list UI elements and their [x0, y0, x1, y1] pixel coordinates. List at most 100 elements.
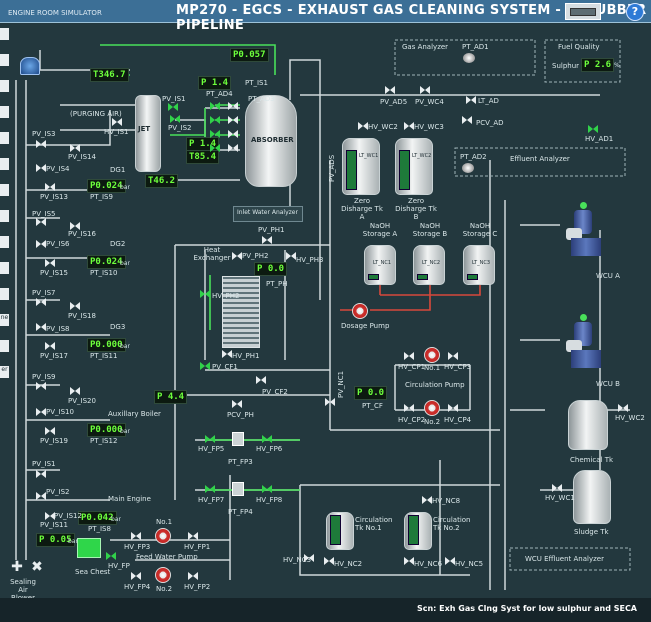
hv-wc2-top-valve[interactable] — [358, 122, 368, 130]
pv-is17-valve[interactable] — [45, 342, 55, 350]
ad-valve-4[interactable] — [228, 144, 238, 152]
pv-is1-valve[interactable] — [36, 470, 46, 478]
pcv-ad-valve[interactable] — [462, 116, 472, 124]
hv-is1-valve[interactable] — [112, 118, 122, 126]
hv-fp2-valve[interactable] — [188, 572, 198, 580]
side-tab[interactable] — [0, 184, 9, 196]
side-tab[interactable]: er — [0, 366, 9, 378]
pv-is13-valve[interactable] — [45, 183, 55, 191]
pv-wc4-valve[interactable] — [420, 86, 430, 94]
side-tab[interactable] — [0, 236, 9, 248]
hv-ad1-valve[interactable] — [588, 125, 598, 133]
pv-is19-valve[interactable] — [45, 427, 55, 435]
gas-analyzer-icon[interactable] — [463, 53, 475, 63]
side-tab[interactable] — [0, 28, 9, 40]
pv-cf1-valve[interactable] — [200, 362, 210, 370]
pv-is11-valve[interactable] — [45, 512, 55, 520]
hv-fp-valve[interactable] — [106, 552, 116, 560]
window-switch-button[interactable] — [565, 3, 601, 20]
pcv-ph-valve[interactable] — [232, 400, 242, 408]
naoh-storage-b[interactable]: LT_NC2 — [413, 245, 445, 285]
jet-vessel[interactable] — [135, 95, 161, 172]
wcu-b-unit[interactable] — [566, 314, 606, 372]
hv-nc8-valve[interactable] — [422, 496, 432, 504]
sludge-tank[interactable] — [573, 470, 611, 524]
naoh-storage-c[interactable]: LT_NC3 — [463, 245, 495, 285]
pv-is16-valve[interactable] — [70, 222, 80, 230]
pv-is4-valve[interactable] — [36, 164, 46, 172]
naoh-storage-a[interactable]: LT_NC1 — [364, 245, 396, 285]
feed-water-pump-2-icon[interactable] — [155, 567, 171, 583]
side-tab[interactable] — [0, 80, 9, 92]
pv-cf2-valve[interactable] — [256, 376, 266, 384]
pv-is7-valve[interactable] — [36, 298, 46, 306]
sealing-air-blower-fan-2-icon[interactable]: ✖ — [31, 559, 43, 575]
pv-is15-valve[interactable] — [45, 259, 55, 267]
hv-cp1-valve[interactable] — [404, 352, 414, 360]
side-tab[interactable] — [0, 132, 9, 144]
sea-chest-box[interactable] — [77, 538, 101, 558]
hv-nc6-valve[interactable] — [404, 557, 414, 565]
hv-wc-right-valve[interactable] — [618, 404, 628, 412]
pv-ph1-valve[interactable] — [262, 236, 272, 244]
pv-nc1-valve[interactable] — [325, 398, 335, 406]
hv-fp8-valve[interactable] — [262, 485, 272, 493]
wcu-a-unit[interactable] — [566, 202, 606, 260]
hv-fp6-valve[interactable] — [262, 435, 272, 443]
zero-discharge-tank-a[interactable]: LT_WC1 — [342, 138, 380, 195]
effluent-analyzer-icon[interactable] — [462, 163, 474, 173]
pv-is3-valve[interactable] — [36, 140, 46, 148]
ad-valve-2[interactable] — [228, 116, 238, 124]
circulation-tank-1[interactable] — [326, 512, 354, 550]
pv-is10-valve[interactable] — [36, 408, 46, 416]
pv-is5-valve[interactable] — [36, 218, 46, 226]
side-tab[interactable] — [0, 288, 9, 300]
lt-ad-valve[interactable] — [466, 96, 476, 104]
heat-exchanger-unit[interactable] — [222, 276, 260, 348]
hv-ph2-valve[interactable] — [200, 290, 210, 298]
pv-is2-top-valve[interactable] — [170, 115, 180, 123]
pv-ph2-valve[interactable] — [232, 252, 242, 260]
side-tab[interactable] — [0, 210, 9, 222]
zero-discharge-tank-b[interactable]: LT_WC2 — [395, 138, 433, 195]
hv-wc1-valve[interactable] — [552, 484, 562, 492]
circulation-tank-2[interactable] — [404, 512, 432, 550]
help-button[interactable]: ? — [626, 3, 644, 21]
pv-ad3-valve[interactable] — [210, 130, 220, 138]
circulation-pump-2-icon[interactable] — [424, 400, 440, 416]
hv-cp4-valve[interactable] — [448, 404, 458, 412]
circulation-pump-1-icon[interactable] — [424, 347, 440, 363]
side-tab[interactable] — [0, 106, 9, 118]
pv-is18-valve[interactable] — [70, 302, 80, 310]
hv-ph3-valve[interactable] — [286, 252, 296, 260]
side-tab[interactable] — [0, 262, 9, 274]
side-tab[interactable] — [0, 158, 9, 170]
inlet-water-analyzer-box[interactable] — [233, 206, 303, 222]
hv-cp2-valve[interactable] — [404, 404, 414, 412]
pv-is14-valve[interactable] — [70, 144, 80, 152]
hv-fp1-valve[interactable] — [188, 532, 198, 540]
hv-fp5-valve[interactable] — [205, 435, 215, 443]
hv-fp3-valve[interactable] — [131, 532, 141, 540]
pv-ad2-valve[interactable] — [210, 116, 220, 124]
pv-is6-valve[interactable] — [36, 240, 46, 248]
side-tab[interactable] — [0, 54, 9, 66]
side-tab[interactable]: ne — [0, 314, 9, 326]
dosage-pump-icon[interactable] — [352, 303, 368, 319]
absorber-vessel[interactable] — [245, 95, 297, 187]
hv-ph1-valve[interactable] — [222, 350, 232, 358]
sealing-air-blower-fan-icon[interactable]: ✚ — [11, 559, 23, 575]
hv-wc3-top-valve[interactable] — [404, 122, 414, 130]
pv-ad1-valve[interactable] — [210, 102, 220, 110]
pv-is9-valve[interactable] — [36, 382, 46, 390]
pv-is1-top-valve[interactable] — [168, 103, 178, 111]
pv-is8-valve[interactable] — [36, 323, 46, 331]
hv-fp7-valve[interactable] — [205, 485, 215, 493]
hv-cp3-valve[interactable] — [448, 352, 458, 360]
pv-is20-valve[interactable] — [70, 387, 80, 395]
pv-ad5-valve[interactable] — [385, 86, 395, 94]
hv-nc5-valve[interactable] — [445, 557, 455, 565]
pv-is2-valve[interactable] — [36, 492, 46, 500]
hv-nc2-valve[interactable] — [324, 557, 334, 565]
hv-fp4-valve[interactable] — [131, 572, 141, 580]
